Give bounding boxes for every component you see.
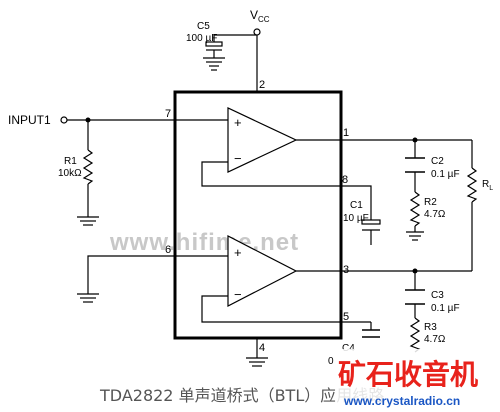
caption: TDA2822 单声道桥式（BTL）应用线路 <box>99 386 384 405</box>
vcc-terminal <box>253 28 261 36</box>
internal-wiring <box>175 119 341 323</box>
pin-7: 7 <box>165 108 171 120</box>
c2-name: C2 <box>431 156 444 167</box>
pin-1: 1 <box>343 127 349 139</box>
ic-body <box>173 90 343 340</box>
c2-value: 0.1 µF <box>431 169 460 180</box>
ground-r2 <box>406 231 424 241</box>
vcc-label: VCC <box>250 8 270 24</box>
opamp-lower-minus: − <box>234 287 242 302</box>
junction-dot <box>412 268 418 274</box>
ground-pin4 <box>246 357 268 367</box>
opamp-lower-plus: + <box>234 245 242 260</box>
r2-name: R2 <box>424 197 437 208</box>
capacitor-c4 <box>362 329 380 338</box>
opamp-lower: + − <box>227 235 298 307</box>
pin-8: 8 <box>342 174 348 186</box>
r2-value: 4.7Ω <box>424 209 446 220</box>
resistor-rl <box>466 167 478 203</box>
c1-name: C1 <box>350 200 363 211</box>
c4-value: 0 <box>328 356 334 367</box>
opamp-upper-plus: + <box>234 115 242 130</box>
resistor-r2 <box>409 191 421 227</box>
pin-6: 6 <box>165 244 171 256</box>
input-label: INPUT1 <box>8 113 51 127</box>
resistor-r3 <box>409 317 421 353</box>
r1-name: R1 <box>64 156 77 167</box>
c5-name: C5 <box>197 21 210 32</box>
opamp-upper-minus: − <box>234 151 242 166</box>
ground-pin6 <box>77 293 99 303</box>
r3-name: R3 <box>424 322 437 333</box>
capacitor-c5 <box>203 35 225 71</box>
resistor-r1 <box>82 149 94 185</box>
pin-2: 2 <box>259 79 265 91</box>
watermark: www.hifime.net <box>109 229 299 256</box>
capacitor-c1 <box>361 219 381 231</box>
capacitor-c2 <box>405 157 425 173</box>
ground-r1 <box>77 216 99 226</box>
junction-dot <box>85 117 91 123</box>
opamp-upper: + − <box>227 107 298 173</box>
logo-text: 矿石收音机 <box>338 358 478 391</box>
r1-value: 10kΩ <box>58 168 82 179</box>
capacitor-c3 <box>405 289 425 305</box>
c5-value: 100 µF <box>186 33 217 44</box>
c1-value: 10 µF <box>343 213 369 224</box>
logo-url: www.crystalradio.cn <box>343 394 460 408</box>
rl-label: RL <box>482 179 493 192</box>
c3-name: C3 <box>431 290 444 301</box>
pin-3: 3 <box>343 264 349 276</box>
c4-name: C4 <box>342 343 355 354</box>
r3-value: 4.7Ω <box>424 334 446 345</box>
input-terminal <box>60 116 68 124</box>
pin-5: 5 <box>343 311 349 323</box>
c3-value: 0.1 µF <box>431 303 460 314</box>
junction-dot <box>412 137 418 143</box>
logo-bg <box>335 349 500 412</box>
pin-4: 4 <box>259 342 265 354</box>
external-wiring <box>67 34 473 358</box>
